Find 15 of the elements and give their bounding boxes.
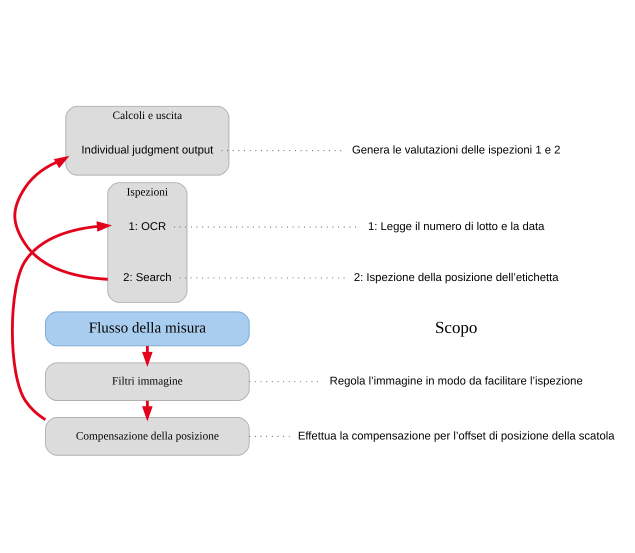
node-text: 1: OCR	[128, 220, 166, 232]
node-text: 2: Ispezione della posizione dell’etichetta	[354, 271, 559, 284]
node-text: Regola l’immagine in modo da facilitare l’ispezione	[330, 375, 583, 388]
node-text: Genera le valutazioni delle ispezioni 1 e 2	[352, 144, 560, 156]
node-box: Flusso della misura	[45, 310, 250, 346]
node-text: 2: Search	[123, 271, 172, 284]
node-box: Filtri immagine	[45, 362, 250, 400]
node-text: Individual judgment output	[81, 144, 214, 156]
node-text: 1: Legge il numero di lotto e la data	[368, 220, 544, 232]
arrow	[142, 346, 153, 366]
node-text: Effettua la compensazione per l’offset di posizione della scatola	[298, 430, 615, 442]
arrow	[10, 220, 112, 420]
label: Scopo	[434, 318, 478, 337]
arrow	[13, 155, 108, 280]
node-box: Compensazione della posizione	[45, 416, 250, 456]
